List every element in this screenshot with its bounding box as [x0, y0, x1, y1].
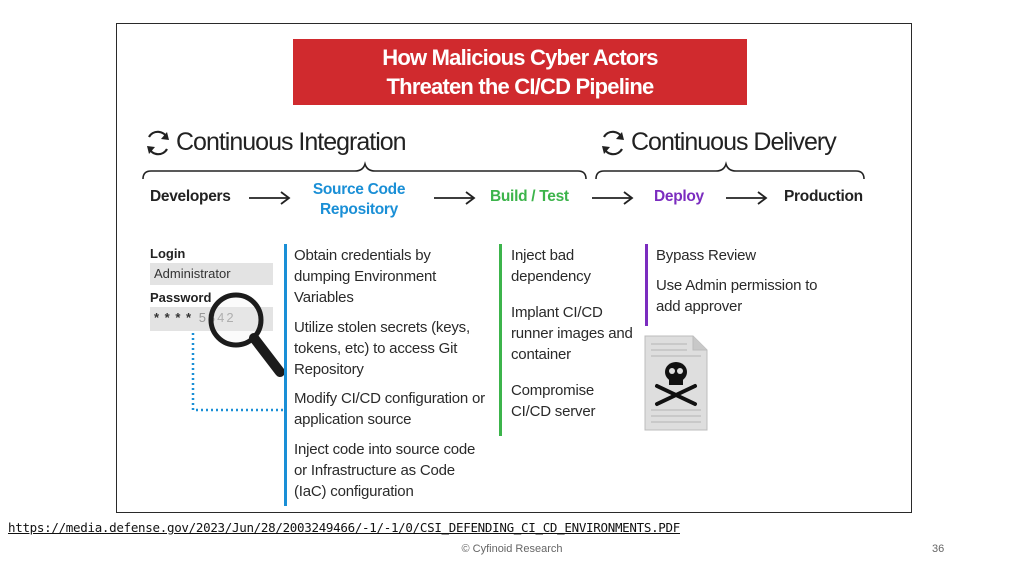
dotted-connector — [191, 333, 285, 412]
login-label: Login — [150, 246, 186, 261]
build-item: Compromise CI/CD server — [511, 382, 596, 420]
cd-brace — [595, 161, 865, 180]
source-item: Obtain credentials by dumping Environmen… — [294, 247, 437, 306]
password-label: Password — [150, 290, 212, 305]
skull-document-icon — [644, 335, 708, 431]
source-item: Inject code into source code or Infrastr… — [294, 441, 476, 500]
deploy-bar — [645, 244, 648, 326]
title-line-2: Threaten the CI/CD Pipeline — [386, 74, 655, 99]
build-items: Inject bad dependency Implant CI/CD runn… — [511, 245, 641, 422]
title-banner: How Malicious Cyber Actors Threaten the … — [293, 39, 747, 105]
copyright: © Cyfinoid Research — [461, 543, 563, 555]
cycle-arrows-icon — [147, 130, 169, 156]
stage-developers: Developers — [150, 188, 231, 205]
deploy-items: Bypass Review Use Admin permission to ad… — [656, 245, 821, 317]
stage-source-repository: Source Code Repository — [300, 180, 418, 220]
stage-production: Production — [784, 188, 863, 205]
ci-brace — [142, 161, 587, 180]
username-field: Administrator — [150, 263, 273, 285]
password-mask: * * * * — [154, 310, 193, 325]
flow-arrows — [249, 191, 768, 205]
source-item: Utilize stolen secrets (keys, tokens, et… — [294, 319, 470, 378]
source-item: Modify CI/CD configuration or applicatio… — [294, 390, 485, 428]
build-item: Implant CI/CD runner images and containe… — [511, 304, 633, 363]
source-url-link[interactable]: https://media.defense.gov/2023/Jun/28/20… — [8, 520, 680, 535]
stage-source-line-2: Repository — [320, 201, 398, 218]
source-items: Obtain credentials by dumping Environmen… — [294, 245, 489, 502]
build-bar — [499, 244, 502, 436]
title-line-1: How Malicious Cyber Actors — [382, 45, 658, 70]
stage-source-line-1: Source Code — [312, 181, 406, 198]
cd-title: Continuous Delivery — [631, 128, 837, 156]
deploy-item: Use Admin permission to add approver — [656, 277, 818, 315]
page-number: 36 — [932, 543, 945, 555]
build-item: Inject bad dependency — [511, 247, 591, 285]
deploy-item: Bypass Review — [656, 247, 756, 264]
source-bar — [284, 244, 287, 506]
ci-title: Continuous Integration — [176, 128, 407, 156]
password-reveal: 5842 — [199, 310, 236, 325]
stage-deploy: Deploy — [654, 188, 704, 205]
cycle-arrows-icon — [602, 130, 624, 156]
stage-build-test: Build / Test — [490, 188, 569, 205]
